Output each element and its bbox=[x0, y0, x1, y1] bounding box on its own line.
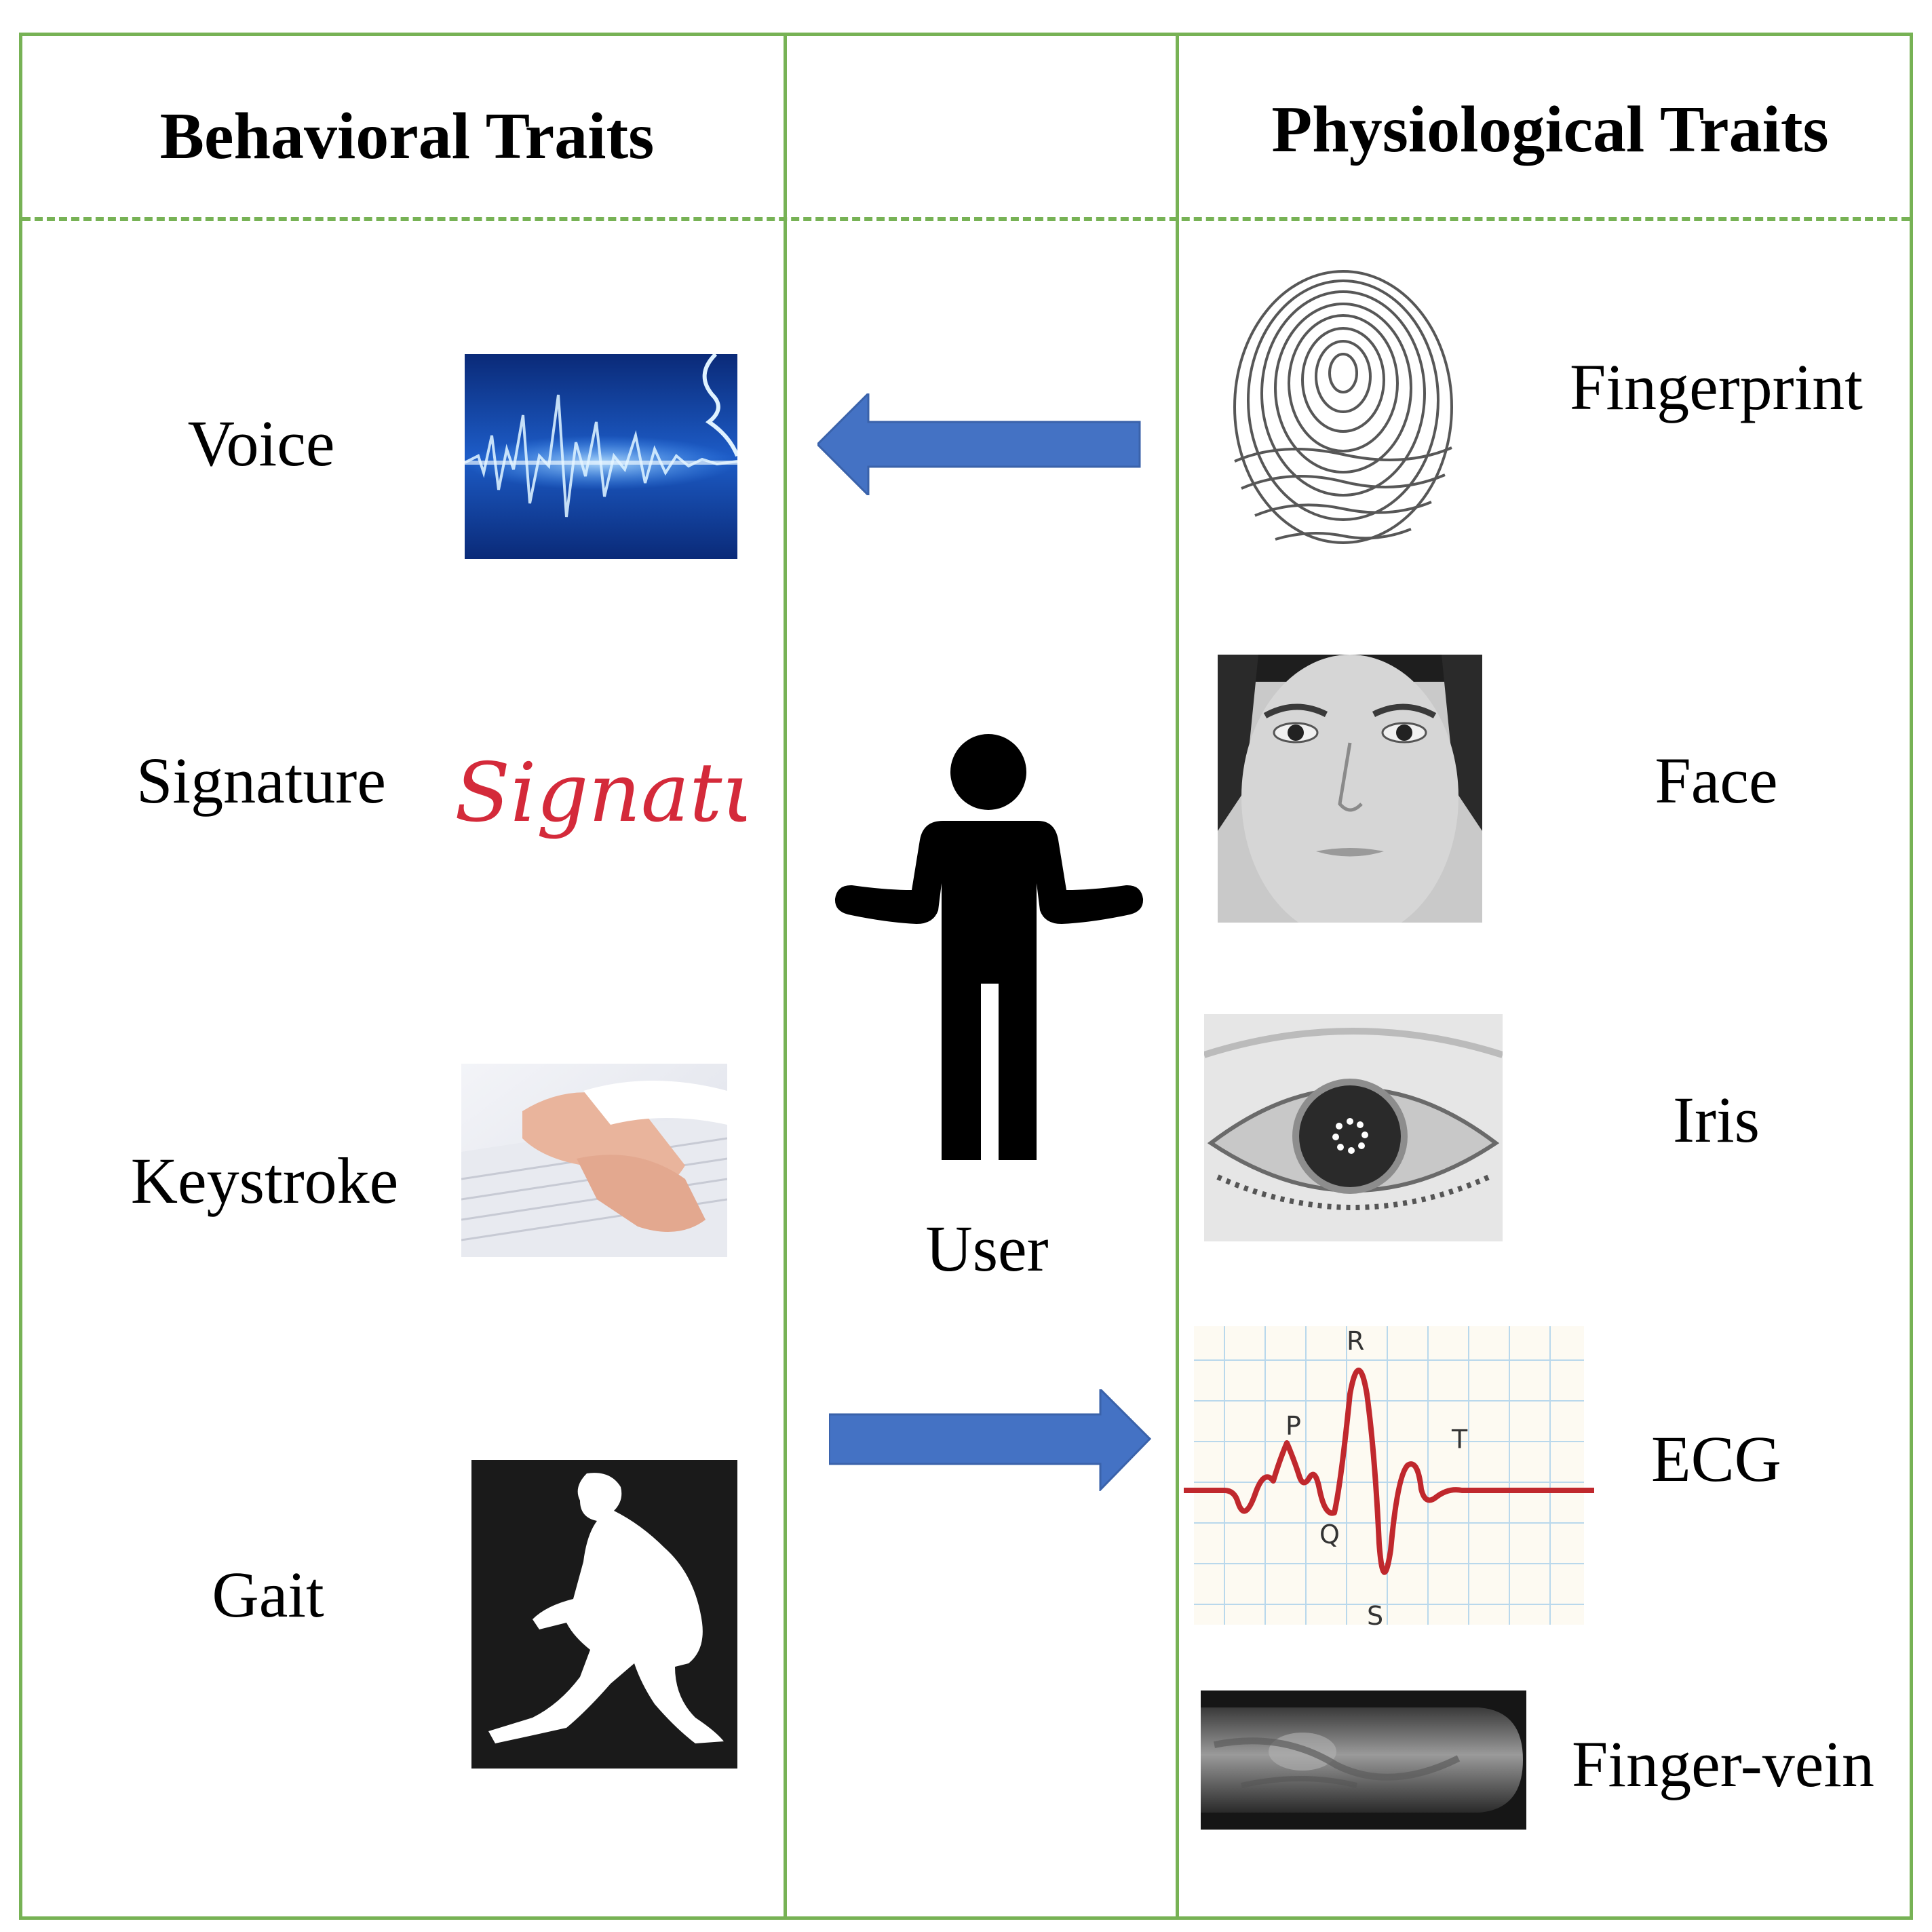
ecg-label-r: R bbox=[1347, 1326, 1364, 1356]
voice-waveform-image bbox=[465, 354, 737, 559]
signature-image-text: Signature bbox=[455, 746, 746, 841]
physiological-traits-header: Physiological Traits bbox=[1271, 93, 1829, 166]
header-separator bbox=[22, 217, 1910, 221]
behavioral-traits-header: Behavioral Traits bbox=[159, 100, 655, 173]
trait-label-gait: Gait bbox=[212, 1558, 324, 1631]
ecg-label-p: P bbox=[1286, 1411, 1301, 1441]
user-label: User bbox=[925, 1212, 1049, 1285]
trait-label-iris: Iris bbox=[1673, 1083, 1760, 1156]
ecg-label-s: S bbox=[1367, 1601, 1383, 1628]
ecg-label-q: Q bbox=[1319, 1520, 1340, 1549]
iris-image bbox=[1204, 1014, 1503, 1241]
ecg-label-t: T bbox=[1451, 1425, 1468, 1454]
face-image bbox=[1218, 655, 1482, 923]
arrow-left-icon bbox=[817, 393, 1143, 495]
user-figure-icon bbox=[828, 733, 1150, 1163]
arrow-right-icon bbox=[829, 1389, 1151, 1491]
divider-left bbox=[784, 34, 787, 1917]
divider-right bbox=[1176, 34, 1179, 1917]
trait-label-finger-vein: Finger-vein bbox=[1572, 1728, 1874, 1800]
gait-silhouette-image bbox=[471, 1460, 737, 1769]
keystroke-typing-image bbox=[461, 1064, 727, 1257]
ecg-waveform-image: P Q R S T bbox=[1184, 1319, 1594, 1628]
trait-label-keystroke: Keystroke bbox=[130, 1144, 399, 1217]
finger-vein-image bbox=[1201, 1690, 1526, 1830]
trait-label-voice: Voice bbox=[187, 407, 335, 480]
trait-label-signature: Signature bbox=[136, 744, 386, 817]
fingerprint-image bbox=[1214, 237, 1472, 556]
diagram-frame bbox=[19, 33, 1913, 1920]
signature-image: Signature bbox=[448, 739, 746, 858]
trait-label-face: Face bbox=[1655, 744, 1778, 817]
trait-label-fingerprint: Fingerprint bbox=[1570, 351, 1863, 423]
trait-label-ecg: ECG bbox=[1651, 1423, 1781, 1495]
